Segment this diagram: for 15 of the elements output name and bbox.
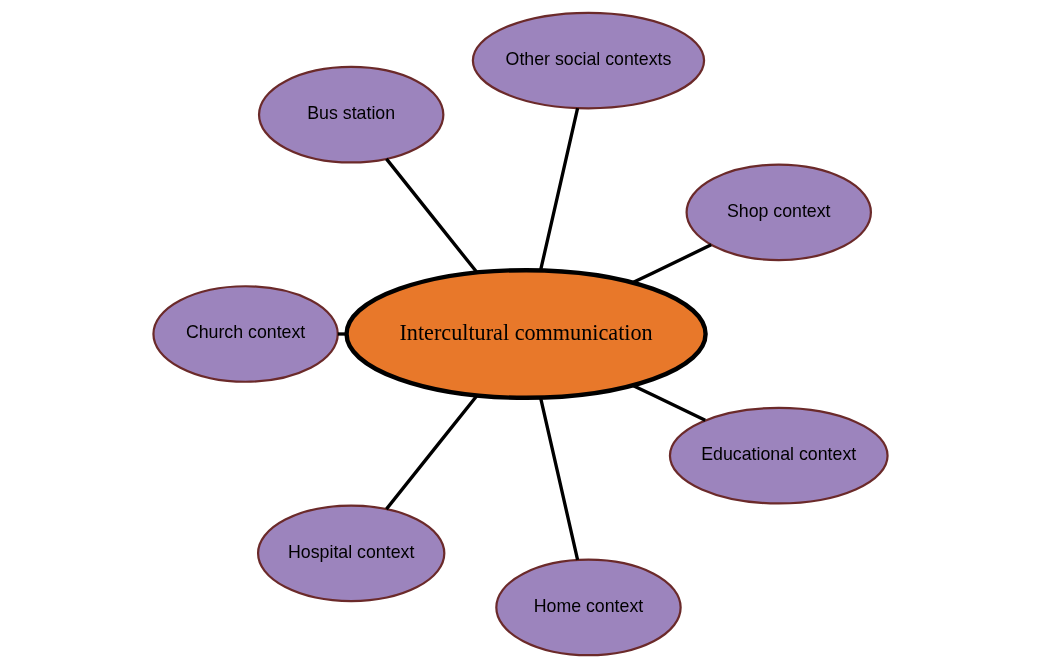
node-ellipse: Church context xyxy=(152,285,339,383)
connector xyxy=(539,397,580,561)
connector xyxy=(539,107,580,271)
node-ellipse: Hospital context xyxy=(256,504,446,603)
connector xyxy=(337,332,347,336)
node-ellipse: Bus station xyxy=(257,65,445,164)
connector xyxy=(632,383,706,422)
connector xyxy=(632,243,712,285)
node-ellipse: Home context xyxy=(495,558,682,657)
connector xyxy=(385,394,479,511)
connector xyxy=(385,157,479,274)
node-ellipse: Educational context xyxy=(668,406,889,505)
node-ellipse: Other social contexts xyxy=(471,11,706,110)
node-ellipse: Shop context xyxy=(685,163,872,262)
node-ellipse: Intercultural communication xyxy=(344,267,708,401)
